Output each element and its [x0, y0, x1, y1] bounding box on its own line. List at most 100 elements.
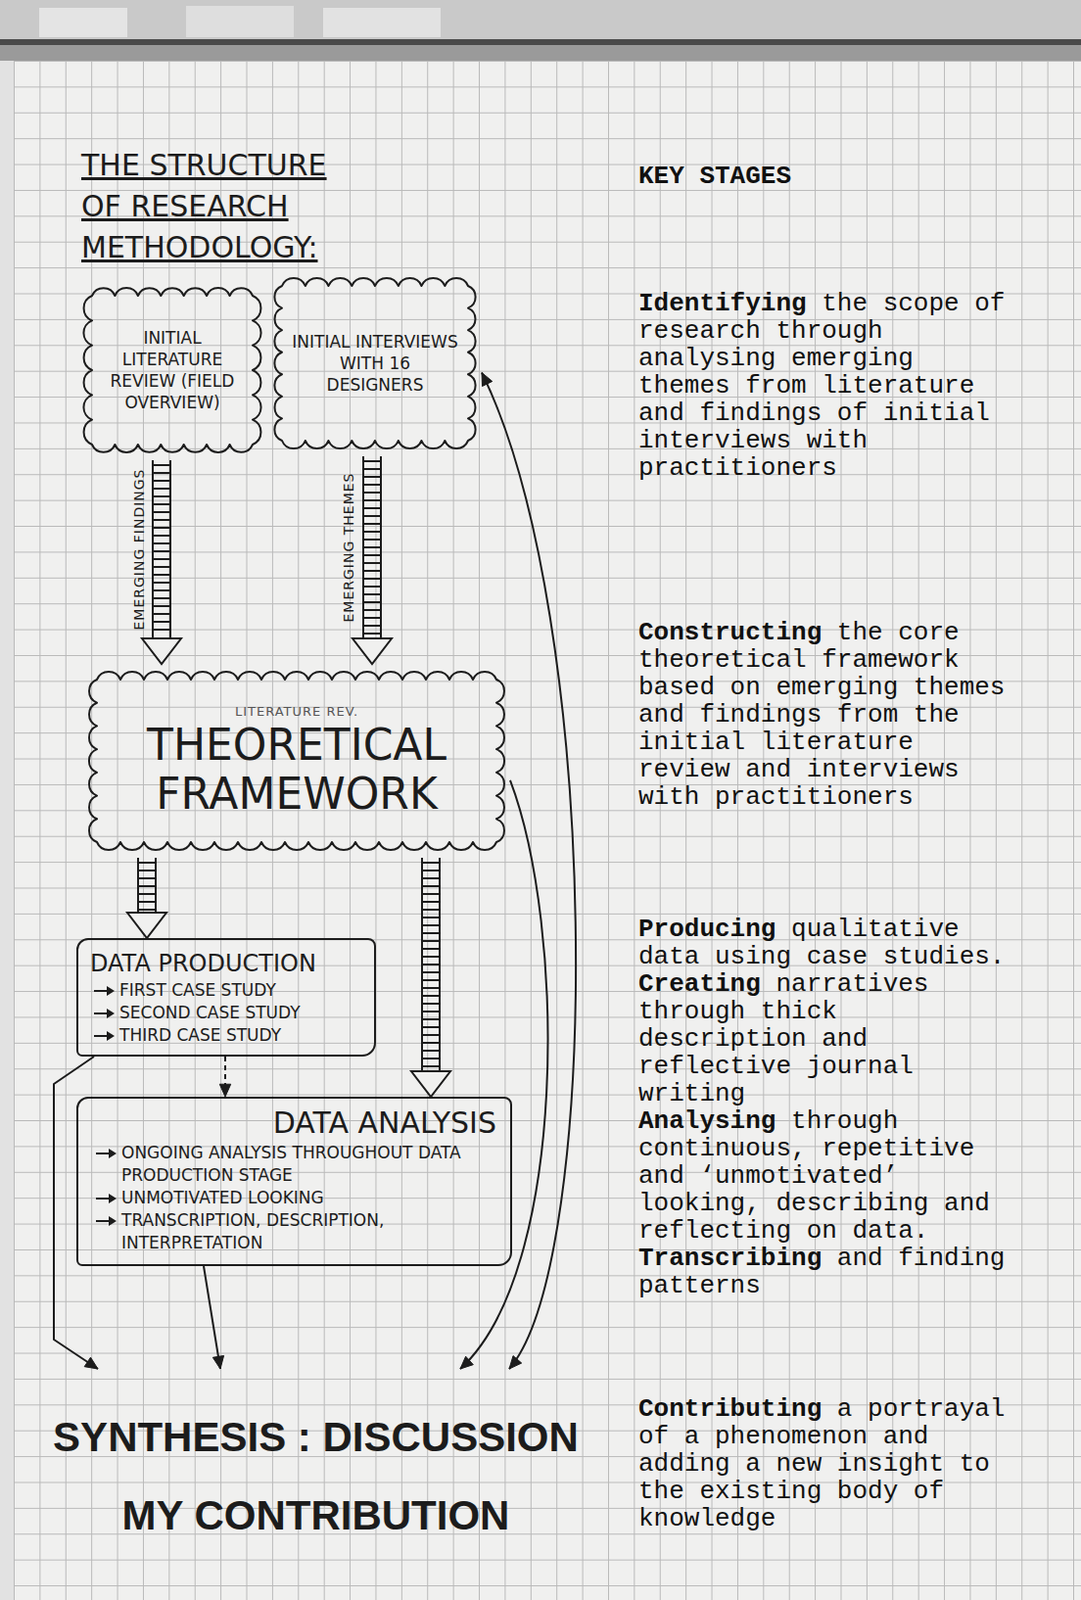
ladder-rung — [363, 468, 381, 470]
node-text: THIRD CASE STUDY — [90, 1024, 363, 1047]
connector-arrow — [481, 373, 576, 1370]
page-margin — [0, 60, 14, 1600]
outcome-node: SYNTHESIS : DISCUSSIONMY CONTRIBUTION — [24, 1368, 608, 1585]
ladder-rung — [422, 947, 440, 950]
arrow-head — [509, 1356, 522, 1369]
ladder-rung — [152, 597, 171, 600]
arrow-head — [212, 1355, 224, 1369]
curved-connector — [481, 373, 576, 1370]
arrow-head — [460, 1356, 473, 1369]
page-edge — [0, 39, 1081, 46]
process-box: DATA PRODUCTIONFIRST CASE STUDYSECOND CA… — [76, 938, 376, 1057]
connector-arrow — [460, 780, 548, 1369]
ladder-rung — [138, 877, 156, 880]
cloud-node: LITERATURE REV.THEORETICAL FRAMEWORK — [81, 663, 513, 858]
node-text: DATA PRODUCTION — [90, 947, 363, 980]
hollow-arrow-head — [411, 1071, 451, 1097]
cloud-outline — [76, 280, 269, 461]
ladder-rung — [152, 511, 171, 514]
ladder-rung — [363, 609, 381, 611]
ladder-rung — [422, 885, 440, 888]
ladder-rung — [422, 955, 440, 958]
ladder-rung — [422, 1065, 440, 1068]
ladder-rung — [422, 963, 440, 966]
connector-arrow — [203, 1266, 225, 1369]
connector-arrow — [219, 1056, 231, 1097]
node-text: SYNTHESIS : DISCUSSION — [30, 1398, 602, 1477]
ladder-rung — [152, 526, 171, 529]
node-text: ONGOING ANALYSIS THROUGHOUT DATA PRODUCT… — [92, 1141, 497, 1187]
ladder-rung — [422, 869, 440, 872]
stage-description: Identifying the scope of research throug… — [638, 289, 1013, 482]
ladder-rung — [363, 515, 381, 517]
edge-label: EMERGING FINDINGS — [129, 468, 147, 630]
node-text: DATA ANALYSIS — [92, 1104, 497, 1142]
ladder-rung — [363, 522, 381, 525]
node-text: MY CONTRIBUTION — [30, 1476, 602, 1555]
ladder-rung — [422, 1041, 440, 1044]
ladder-rail — [169, 460, 172, 639]
tape-piece — [323, 7, 441, 38]
ladder-rung — [422, 1018, 440, 1021]
ladder-rung — [138, 900, 156, 903]
ladder-rung — [152, 589, 171, 592]
ladder-rung — [422, 987, 440, 989]
ladder-rung — [422, 924, 440, 927]
stage-description: Analysing through continuous, repetitive… — [638, 1107, 1013, 1245]
ladder-rung — [363, 632, 381, 635]
ladder-rung — [363, 562, 381, 564]
ladder-rung — [422, 1049, 440, 1052]
diagram-title: THE STRUCTURE OF RESEARCH METHODOLOGY: — [81, 144, 366, 269]
ladder-rung — [422, 932, 440, 935]
ladder-rung — [363, 475, 381, 478]
node-text: SECOND CASE STUDY — [90, 1001, 363, 1025]
ladder-rung — [152, 620, 171, 623]
ladder-rung — [152, 479, 171, 482]
ladder-rung — [152, 495, 171, 498]
connector-arrow — [352, 456, 392, 664]
ladder-rung — [363, 546, 381, 549]
node-text: LITERATURE REV. — [110, 703, 483, 721]
ladder-rung — [363, 483, 381, 486]
ladder-rung — [363, 538, 381, 541]
ladder-rung — [152, 487, 171, 490]
cloud-node: INITIAL INTERVIEWS WITH 16 DESIGNERS — [266, 270, 484, 457]
ladder-rung — [422, 940, 440, 942]
dashed-connector — [224, 1056, 227, 1087]
cloud-outline — [89, 671, 505, 850]
ladder-rail — [151, 460, 154, 639]
ladder-rung — [422, 900, 440, 903]
tape-piece — [39, 7, 128, 38]
ladder-rung — [152, 573, 171, 576]
ladder-rung — [152, 605, 171, 608]
ladder-rung — [152, 518, 171, 521]
ladder-rung — [363, 569, 381, 572]
edge-label: EMERGING THEMES — [339, 472, 358, 623]
ladder-rung — [422, 916, 440, 919]
ladder-rung — [363, 585, 381, 588]
process-box: DATA ANALYSISONGOING ANALYSIS THROUGHOUT… — [76, 1096, 513, 1267]
ladder-rung — [422, 893, 440, 895]
stage-description: Contributing a portrayal of a phenomenon… — [638, 1395, 1013, 1533]
ladder-rung — [152, 542, 171, 545]
arrow-head — [481, 373, 493, 387]
hollow-arrow-head — [352, 638, 392, 664]
ladder-rung — [152, 464, 171, 467]
ladder-rung — [363, 624, 381, 627]
hollow-arrow-head — [127, 912, 167, 939]
ladder-rung — [422, 979, 440, 982]
node-text: THEORETICAL FRAMEWORK — [110, 720, 483, 819]
ladder-rung — [422, 1026, 440, 1029]
ladder-rung — [422, 1034, 440, 1036]
ladder-rung — [363, 507, 381, 510]
page-shadow — [0, 45, 1081, 61]
ladder-rung — [363, 601, 381, 604]
ladder-rung — [422, 877, 440, 880]
ladder-rung — [138, 861, 156, 864]
ladder-rung — [422, 1002, 440, 1005]
tape-piece — [186, 5, 294, 38]
ladder-rung — [363, 460, 381, 463]
node-text: FIRST CASE STUDY — [90, 979, 363, 1002]
ladder-rung — [422, 971, 440, 974]
